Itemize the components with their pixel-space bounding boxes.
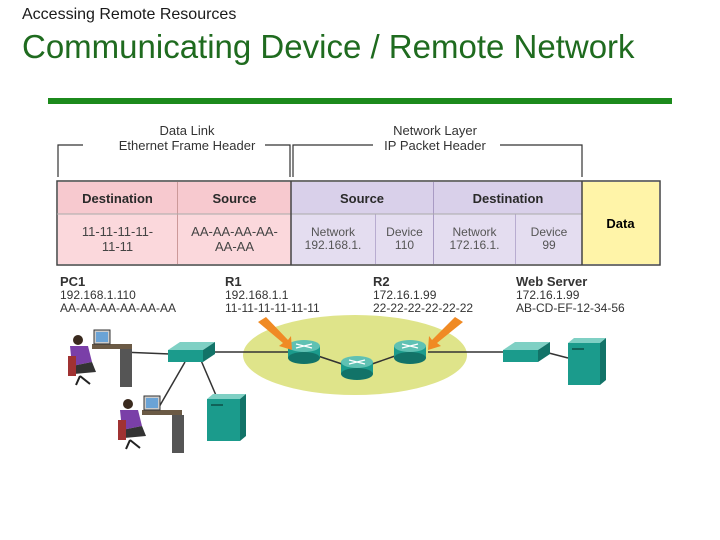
eth-destination-value: 11-11-11-11- 11-11	[58, 214, 178, 264]
router-icon	[288, 340, 320, 364]
eth-destination-header: Destination	[58, 182, 178, 214]
network-layer-label-line2: IP Packet Header	[384, 138, 486, 153]
ip-destination-network-value: 172.16.1.	[449, 238, 500, 252]
web-server-mac: AB-CD-EF-12-34-56	[516, 301, 625, 315]
r1-mac: 11-11-11-11-11-11	[225, 301, 320, 315]
pc1-ip: 192.168.1.110	[60, 288, 136, 302]
header-table-border	[56, 180, 661, 266]
eth-source-value-line2: AA-AA	[214, 239, 254, 254]
pc1-info: PC1 192.168.1.110 AA-AA-AA-AA-AA-AA	[60, 275, 176, 315]
router-icon	[394, 340, 426, 364]
wan-cloud-icon	[243, 315, 467, 395]
switch-icon	[168, 342, 215, 362]
r1-ip: 192.168.1.1	[225, 288, 289, 302]
eth-source-value: AA-AA-AA-AA- AA-AA	[178, 214, 291, 264]
r1-name: R1	[225, 274, 242, 289]
ip-source-device-label: Device	[386, 225, 423, 239]
ip-source-device: Device 110	[376, 214, 434, 264]
ip-source-device-value: 110	[394, 238, 415, 252]
ip-destination-header: Destination	[434, 182, 582, 214]
router-icon	[341, 356, 373, 380]
eth-source-value-line1: AA-AA-AA-AA-	[191, 224, 278, 239]
pointer-arrow-icon	[258, 317, 292, 350]
ip-destination-network-label: Network	[452, 225, 497, 239]
data-link-bracket	[57, 144, 291, 177]
web-server-ip: 172.16.1.99	[516, 288, 580, 302]
ip-destination-device: Device 99	[516, 214, 582, 264]
data-link-label-line2: Ethernet Frame Header	[118, 138, 256, 153]
web-server-info: Web Server 172.16.1.99 AB-CD-EF-12-34-56	[516, 275, 625, 315]
server-icon	[568, 338, 606, 385]
ip-source-header: Source	[291, 182, 434, 214]
pc1-mac: AA-AA-AA-AA-AA-AA	[60, 301, 177, 315]
pointer-arrow-icon	[428, 317, 463, 350]
ip-destination-network: Network 172.16.1.	[434, 214, 516, 264]
switch-icon	[503, 342, 550, 362]
r1-info: R1 192.168.1.1 11-11-11-11-11-11	[225, 275, 320, 315]
server-icon	[207, 394, 246, 441]
eth-destination-value-line1: 11-11-11-11-	[81, 224, 154, 239]
ip-source-network-value: 192.168.1.	[304, 238, 362, 252]
network-layer-label: Network Layer IP Packet Header	[340, 123, 530, 153]
r2-info: R2 172.16.1.99 22-22-22-22-22-22	[373, 275, 473, 315]
r2-ip: 172.16.1.99	[373, 288, 437, 302]
network-layer-label-line1: Network Layer	[393, 123, 477, 138]
data-link-label-line1: Data Link	[159, 123, 215, 138]
web-server-name: Web Server	[516, 274, 588, 289]
r2-mac: 22-22-22-22-22-22	[373, 301, 474, 315]
person-at-desk-icon	[68, 329, 132, 387]
r2-name: R2	[373, 274, 390, 289]
link-server2-switch	[199, 357, 219, 401]
person-at-desk-icon	[118, 395, 184, 453]
ip-destination-device-label: Device	[530, 225, 568, 239]
ip-source-network: Network 192.168.1.	[291, 214, 376, 264]
link-core-r2	[371, 355, 396, 365]
ip-source-network-label: Network	[310, 225, 355, 239]
data-link-label: Data Link Ethernet Frame Header	[82, 123, 292, 153]
slide-subtitle: Accessing Remote Resources	[22, 6, 237, 23]
link-r1-core	[317, 355, 343, 365]
title-divider	[48, 98, 672, 104]
eth-source-header: Source	[178, 182, 291, 214]
eth-destination-value-line2: 11-11	[101, 239, 134, 254]
ip-destination-device-value: 99	[542, 238, 556, 252]
pc1-name: PC1	[60, 274, 86, 289]
slide-title: Communicating Device / Remote Network	[22, 28, 635, 65]
network-layer-bracket	[292, 144, 583, 177]
data-cell: Data	[582, 182, 659, 264]
